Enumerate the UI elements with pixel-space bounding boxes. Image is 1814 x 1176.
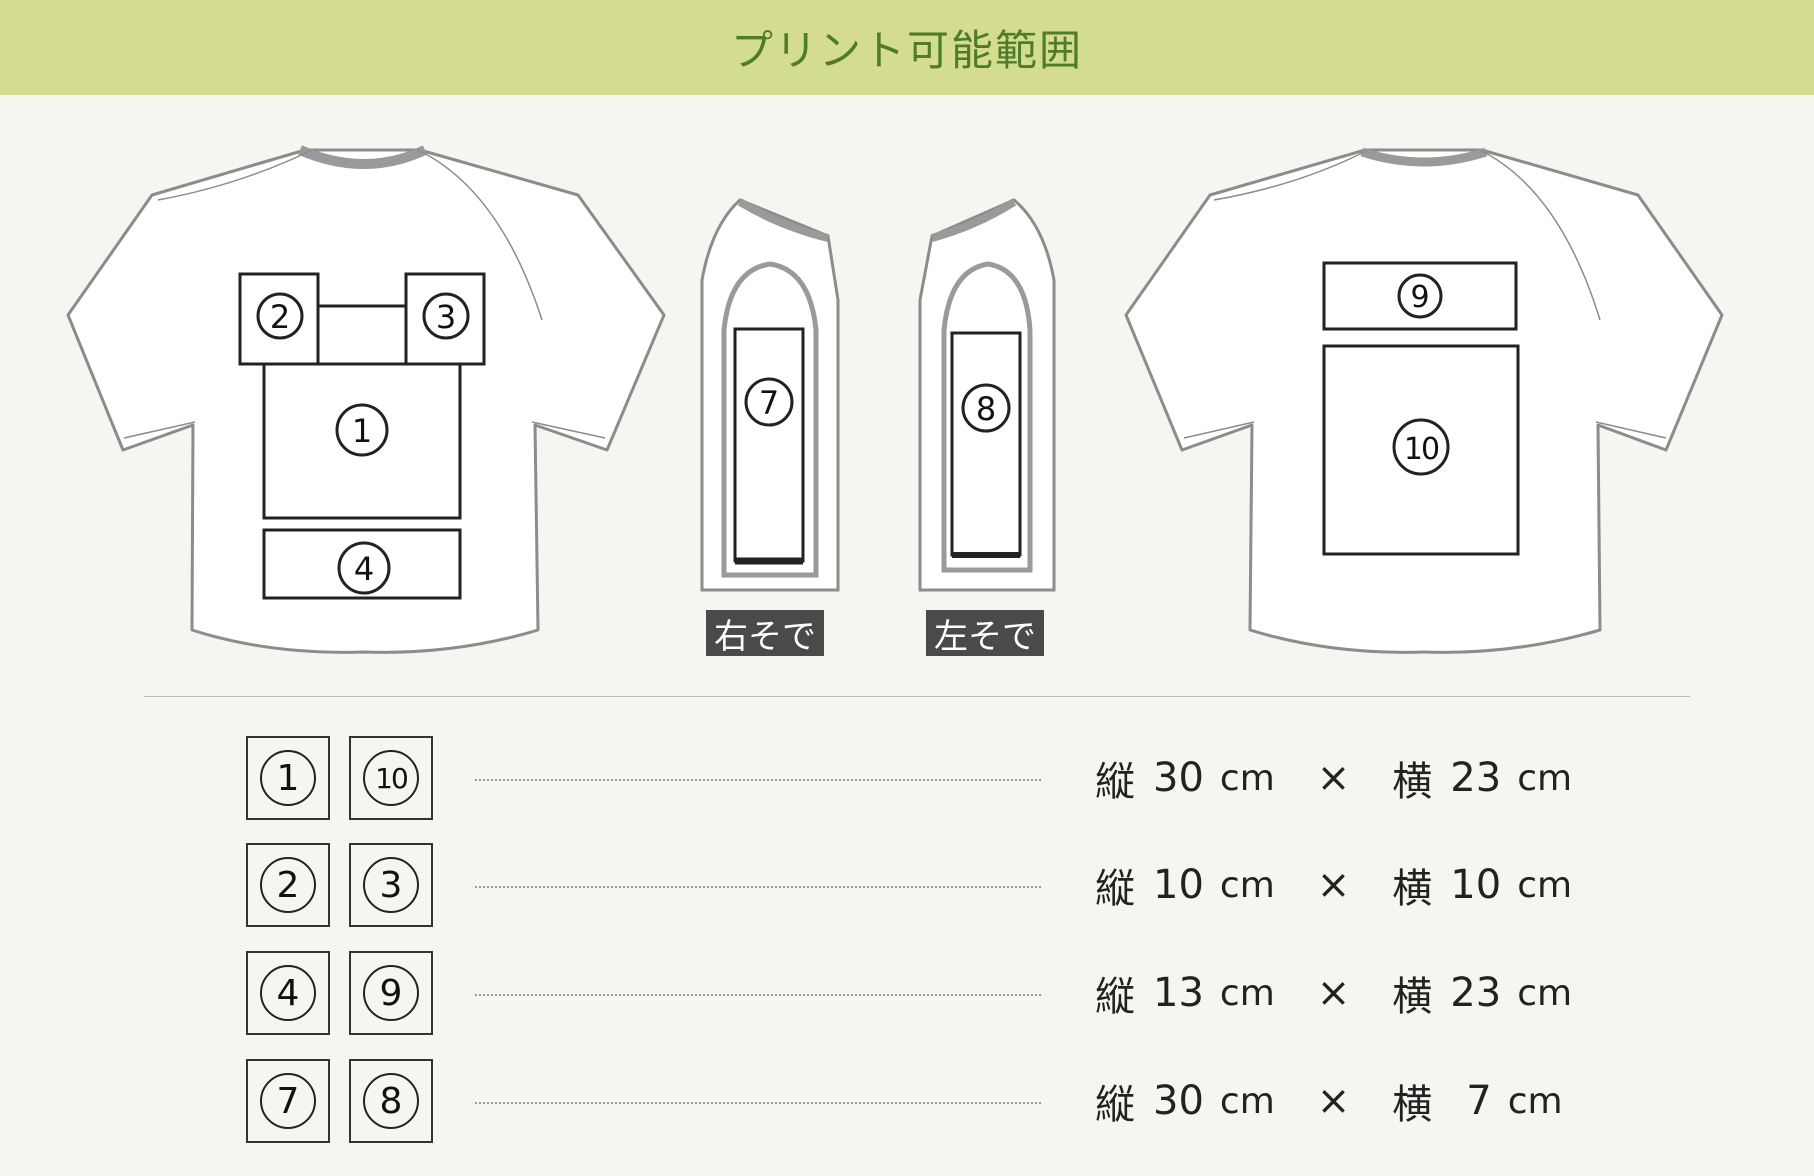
area-number-4: 4: [354, 550, 374, 588]
area-number-2: 2: [270, 298, 290, 336]
times-sign: ×: [1316, 755, 1351, 801]
area-badge: 3: [349, 843, 433, 927]
area-number: 3: [363, 857, 419, 913]
dotted-leader: [475, 994, 1041, 996]
dotted-leader: [475, 886, 1041, 888]
size-spec: 縦 10 cm × 横 10 cm: [1095, 855, 1572, 915]
width-label: 横: [1392, 759, 1433, 805]
front-area-numbers: 2 3 1 4: [270, 298, 456, 588]
area-number-10: 10: [1404, 432, 1439, 467]
right-sleeve-print-area: [733, 327, 805, 565]
unit-label: cm: [1219, 757, 1275, 799]
size-row: 7 8 縦 30 cm × 横 7 cm: [0, 1059, 1814, 1145]
print-area-2: [238, 272, 320, 366]
section-divider: [144, 696, 1690, 697]
area-number: 4: [260, 965, 316, 1021]
print-area-10: [1322, 344, 1520, 556]
print-area-diagram: 2 3 1 4 7 8 9: [66, 145, 1724, 654]
area-badge: 9: [349, 951, 433, 1035]
height-value: 13: [1153, 970, 1204, 1016]
area-badge: 4: [246, 951, 330, 1035]
area-number: 8: [363, 1073, 419, 1129]
width-value: 10: [1450, 862, 1502, 908]
print-area-4: [262, 528, 462, 600]
size-spec: 縦 30 cm × 横 23 cm: [1095, 748, 1572, 808]
page-title: プリント可能範囲: [730, 26, 1083, 75]
width-value: 7: [1466, 1078, 1492, 1124]
size-row: 2 3 縦 10 cm × 横 10 cm: [0, 843, 1814, 929]
area-number: 9: [363, 965, 419, 1021]
width-label: 横: [1392, 866, 1433, 912]
size-row: 4 9 縦 13 cm × 横 23 cm: [0, 951, 1814, 1037]
area-badge: 8: [349, 1059, 433, 1143]
area-badge: 7: [246, 1059, 330, 1143]
area-number-7: 7: [759, 384, 779, 422]
unit-label: cm: [1219, 864, 1275, 906]
times-sign: ×: [1316, 862, 1351, 908]
times-sign: ×: [1316, 1078, 1351, 1124]
area-badge: 1: [246, 736, 330, 820]
back-shirt: [1124, 147, 1724, 654]
front-shirt: [66, 145, 666, 654]
area-number-3: 3: [436, 298, 456, 336]
print-area-9: [1322, 261, 1518, 331]
back-print-areas: [1322, 261, 1520, 556]
print-area-3: [404, 272, 486, 366]
area-number: 1: [260, 750, 316, 806]
times-sign: ×: [1316, 970, 1351, 1016]
width-label: 横: [1392, 974, 1433, 1020]
height-label: 縦: [1095, 974, 1135, 1020]
area-number-9: 9: [1410, 280, 1429, 315]
area-badge: 2: [246, 843, 330, 927]
size-spec: 縦 30 cm × 横 7 cm: [1095, 1071, 1563, 1131]
height-value: 10: [1153, 862, 1204, 908]
print-area-1: [262, 362, 462, 520]
dotted-leader: [475, 1102, 1041, 1104]
area-number: 2: [260, 857, 316, 913]
size-spec: 縦 13 cm × 横 23 cm: [1095, 963, 1572, 1023]
area-number: 7: [260, 1073, 316, 1129]
height-value: 30: [1153, 1078, 1204, 1124]
unit-label: cm: [1507, 1080, 1563, 1122]
unit-label: cm: [1517, 757, 1573, 799]
area-number: 10: [363, 750, 419, 806]
area-number-8: 8: [976, 390, 996, 428]
height-label: 縦: [1095, 866, 1135, 912]
right-sleeve-label: 右そで: [706, 610, 824, 657]
unit-label: cm: [1219, 1080, 1275, 1122]
unit-label: cm: [1517, 972, 1573, 1014]
dotted-leader: [475, 779, 1041, 781]
unit-label: cm: [1219, 972, 1275, 1014]
size-row: 1 10 縦 30 cm × 横 23 cm: [0, 736, 1814, 822]
width-value: 23: [1450, 755, 1502, 801]
page-header: プリント可能範囲: [0, 0, 1814, 95]
front-print-areas: [238, 272, 486, 600]
left-sleeve-print-area: [950, 331, 1022, 558]
area-number-1: 1: [352, 412, 372, 450]
width-label: 横: [1392, 1082, 1433, 1128]
height-label: 縦: [1095, 1082, 1135, 1128]
unit-label: cm: [1517, 864, 1573, 906]
back-area-numbers: 9 10: [1404, 280, 1441, 467]
area-badge: 10: [349, 736, 433, 820]
height-value: 30: [1153, 755, 1204, 801]
height-label: 縦: [1095, 759, 1135, 805]
left-sleeve-label: 左そで: [926, 610, 1044, 657]
width-value: 23: [1450, 970, 1502, 1016]
